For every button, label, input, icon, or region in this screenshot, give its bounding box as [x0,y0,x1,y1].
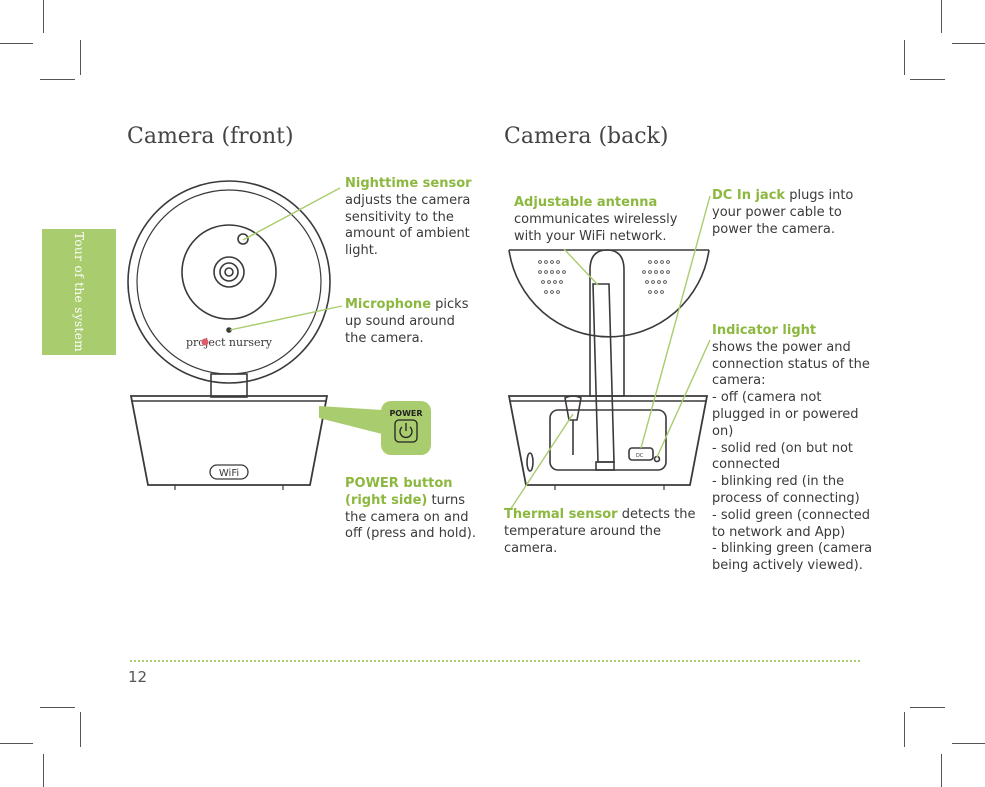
callout-body: communicates wirelessly with your WiFi n… [514,211,678,244]
dc-jack-label: DC [636,453,644,459]
callout-leader-lines [229,187,711,511]
crop-mark [40,79,75,80]
indicator-state-item: - solid red (on but not connected [712,440,854,473]
crop-mark [910,79,945,80]
crop-mark [80,40,81,75]
wifi-label: WiFi [219,468,239,479]
crop-mark [80,712,81,747]
callout-body: picks up sound around the camera. [345,297,469,346]
front-camera-illustration [127,180,331,490]
indicator-state-item: - blinking green (camera being actively … [712,541,873,574]
power-icon [399,423,413,439]
front-camera-base [129,395,329,486]
back-camera-base [507,395,709,486]
front-lens-center [224,267,234,277]
front-camera-neck [210,373,248,398]
front-lens [213,256,245,288]
callout-title: POWER button (right side) [345,476,453,508]
indicator-light [653,455,661,463]
indicator-state-item: - off (camera not plugged in or powered … [712,390,859,439]
back-speaker-grille-right [642,260,670,294]
crop-mark [0,743,33,744]
footer-dotted-rule [130,660,860,662]
callout-title: Microphone [345,297,432,312]
crop-mark [952,43,985,44]
callout-body: detects the temperature around the camer… [504,507,696,556]
callout-adjustable-antenna: Adjustable antenna communicates wireless… [514,195,694,245]
crop-mark [0,43,33,44]
callout-microphone: Microphone picks up sound around the cam… [345,297,475,347]
power-button-label: POWER [389,409,422,418]
back-camera-illustration [507,249,710,490]
crop-mark [43,754,44,787]
adjustable-antenna [592,283,615,463]
crop-mark [941,0,942,33]
front-camera-outer-ring [127,180,331,384]
power-button[interactable] [394,419,418,443]
nighttime-sensor-icon [237,233,249,245]
callout-power-button: POWER button (right side) turns the came… [345,476,480,543]
back-side-slot [526,452,534,472]
wifi-badge [209,464,249,480]
antenna-tip [595,461,615,471]
crop-mark [40,707,75,708]
crop-mark [941,754,942,787]
callout-dc-in-jack: DC In jack plugs into your power cable t… [712,188,862,238]
callout-thermal-sensor: Thermal sensor detects the temperature a… [504,507,704,557]
section-side-tab [42,229,116,355]
callout-nighttime-sensor: Nighttime sensor adjusts the camera sens… [345,176,490,260]
front-lens-inner [219,262,239,282]
brand-logo: project nursery [186,336,273,349]
crop-mark [952,743,985,744]
callout-title: Adjustable antenna [514,195,658,210]
callout-body: adjusts the camera sensitivity to the am… [345,192,471,259]
back-speaker-grille-left [538,260,566,294]
crop-mark [904,40,905,75]
callout-body: plugs into your power cable to power the… [712,188,854,237]
front-lens-housing [181,224,277,320]
camera-back-heading: Camera (back) [504,124,669,149]
brand-flower-icon [201,338,209,346]
crop-mark [904,712,905,747]
power-pointer [319,406,382,434]
back-camera-neck [589,249,625,397]
camera-front-heading: Camera (front) [127,124,294,149]
callout-title: Nighttime sensor [345,176,472,191]
callout-body: turns the camera on and off (press and h… [345,492,476,542]
callout-body: shows the power and connection status of… [712,339,870,389]
back-camera-shell [508,249,710,338]
page-number: 12 [128,668,148,686]
thermal-sensor [564,395,582,421]
callout-title: Thermal sensor [504,507,618,522]
indicator-state-item: - blinking red (in the process of connec… [712,474,860,506]
indicator-state-item: - solid green (connected to network and … [712,507,870,540]
callout-title: DC In jack [712,188,786,203]
callout-indicator-light: Indicator light shows the power and conn… [712,323,876,575]
callout-title: Indicator light [712,323,817,338]
crop-mark [910,707,945,708]
crop-mark [43,0,44,33]
